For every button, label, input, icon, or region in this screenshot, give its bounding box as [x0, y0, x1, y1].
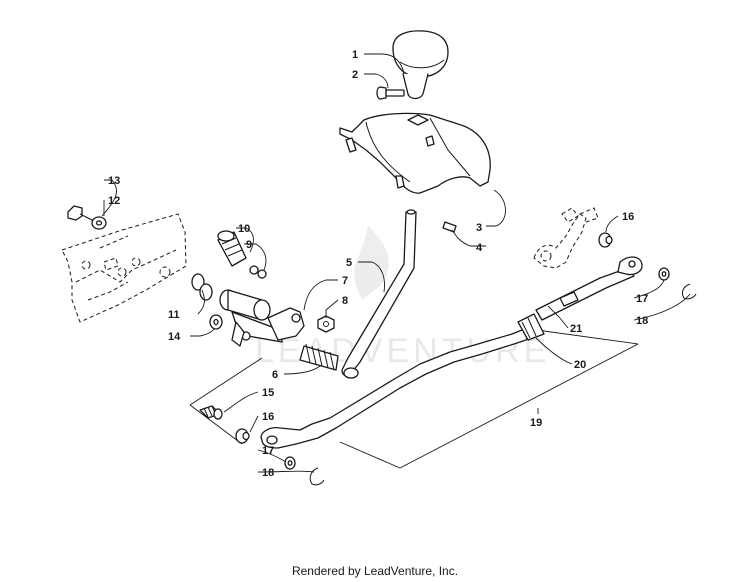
callout-18-upper: 18 [636, 315, 648, 327]
shift-cover [339, 112, 491, 194]
callout-19: 19 [530, 417, 542, 429]
frame-bracket [61, 213, 187, 323]
callout-13: 13 [108, 175, 120, 187]
e-clip-18-lower [309, 467, 325, 486]
spring-6 [299, 343, 339, 371]
washer-14 [209, 314, 223, 330]
callout-7: 7 [342, 275, 348, 287]
callout-2: 2 [352, 69, 358, 81]
callout-21: 21 [570, 323, 582, 335]
transmission-linkage [533, 207, 599, 269]
callout-4: 4 [476, 242, 483, 254]
callout-17-lower: 17 [262, 445, 274, 457]
callout-5: 5 [346, 257, 352, 269]
e-clip-18-upper [681, 283, 697, 300]
bushing-16-lower [235, 428, 250, 444]
callout-3: 3 [476, 222, 482, 234]
callout-11: 11 [168, 309, 180, 321]
callout-16-lower: 16 [262, 411, 274, 423]
washer-17-upper [658, 267, 670, 281]
callout-16-upper: 16 [622, 211, 634, 223]
render-credit: Rendered by LeadVenture, Inc. [291, 564, 459, 578]
callout-6: 6 [272, 369, 278, 381]
callout-15: 15 [262, 387, 274, 399]
callout-18-lower: 18 [262, 467, 274, 479]
callout-10: 10 [238, 223, 250, 235]
callout-8: 8 [342, 295, 348, 307]
leader-lines [101, 53, 691, 473]
nut-8 [317, 315, 335, 333]
bolt-13 [67, 205, 97, 223]
rod-21 [535, 256, 643, 321]
callout-17-upper: 17 [636, 293, 648, 305]
washer-12 [91, 216, 107, 230]
watermark: LEADVENTURE [255, 225, 546, 370]
shift-shaft [219, 289, 305, 347]
callout-1: 1 [352, 49, 358, 61]
knob-pin [376, 86, 405, 100]
washers-9 [249, 265, 267, 279]
rod-end-20 [517, 313, 545, 341]
callout-12: 12 [108, 195, 120, 207]
detent-plug [217, 230, 247, 267]
washer-17-lower [284, 456, 296, 470]
callout-labels: 1 2 3 4 5 6 7 8 9 10 11 12 13 14 15 16 1… [108, 49, 648, 479]
callout-14: 14 [168, 331, 181, 343]
callout-20: 20 [574, 359, 586, 371]
callout-9: 9 [246, 239, 252, 251]
o-rings-11 [191, 273, 213, 301]
bushing-16-upper [598, 232, 613, 248]
clip [442, 221, 457, 233]
stud-15 [199, 405, 223, 420]
shift-lever [341, 209, 417, 379]
shift-knob [392, 30, 449, 100]
